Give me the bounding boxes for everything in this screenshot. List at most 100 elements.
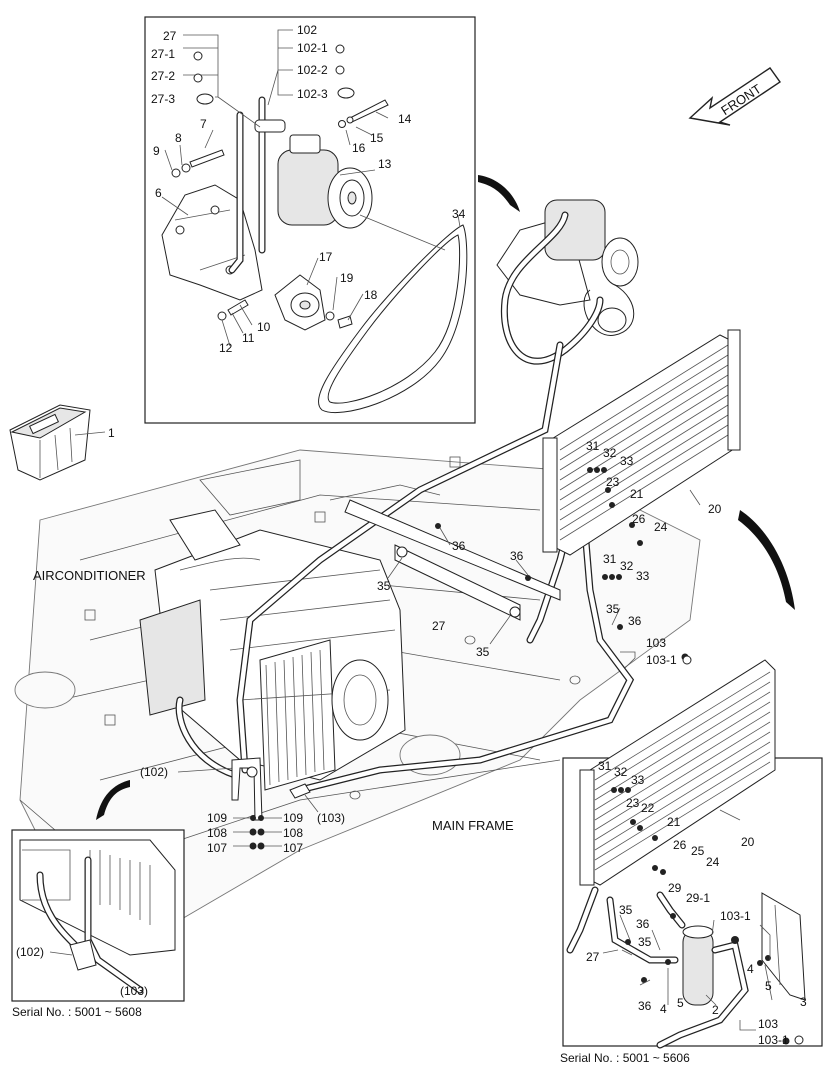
part-number-label: 27-2: [151, 69, 175, 83]
part-number-label: 33: [636, 569, 650, 583]
part-number-label: 25: [691, 844, 705, 858]
part-number-label: 32: [603, 446, 617, 460]
part-number-label: (102): [16, 945, 44, 959]
part-number-label: 103-1: [720, 909, 751, 923]
part-number-label: 27-1: [151, 47, 175, 61]
belt-part: [317, 224, 468, 414]
front-arrow-icon: FRONT: [688, 67, 781, 126]
part-number-label: 36: [628, 614, 642, 628]
part-number-label: 9: [153, 144, 160, 158]
part-number-label: (102): [140, 765, 168, 779]
part-number-label: 8: [175, 131, 182, 145]
part-number-label: 36: [510, 549, 524, 563]
part-number-label: 31: [603, 552, 617, 566]
part-number-label: 18: [364, 288, 378, 302]
condenser-main: [542, 329, 741, 556]
part-number-label: 27: [432, 619, 446, 633]
cap-icon: [337, 87, 355, 99]
part-number-label: 102-3: [297, 87, 328, 101]
compressor-assembly: [496, 199, 639, 365]
part-number-label: 14: [398, 112, 412, 126]
part-number-label: 102: [297, 23, 317, 37]
part-number-label: 1: [108, 426, 115, 440]
part-number-label: 27: [586, 950, 600, 964]
part-number-label: 32: [614, 765, 628, 779]
part-number-label: 107: [207, 841, 227, 855]
part-number-label: 23: [606, 475, 620, 489]
condenser-inset: [579, 659, 776, 886]
part-number-label: 24: [706, 855, 720, 869]
airconditioner-unit: [139, 509, 406, 791]
part-number-label: 109: [207, 811, 227, 825]
part-number-label: 23: [626, 796, 640, 810]
part-number-label: (103): [317, 811, 345, 825]
part-number-label: 103: [758, 1017, 778, 1031]
part-number-label: 4: [747, 962, 754, 976]
part-number-label: 36: [636, 917, 650, 931]
part-number-label: 15: [370, 131, 384, 145]
part-number-label: 103: [646, 636, 666, 650]
part-number-label: 31: [586, 439, 600, 453]
part-number-label: 20: [708, 502, 722, 516]
part-number-label: (103): [120, 984, 148, 998]
receiver-drier-part: [682, 929, 714, 1006]
part-number-label: 35: [638, 935, 652, 949]
part-number-label: 10: [257, 320, 271, 334]
part-number-label: 36: [638, 999, 652, 1013]
o-ring-icon: [193, 51, 203, 61]
part-number-label: AIRCONDITIONER: [33, 568, 146, 583]
part-number-label: 19: [340, 271, 354, 285]
o-ring-icon: [335, 65, 345, 75]
part-number-label: 17: [319, 250, 333, 264]
o-ring-icon: [682, 655, 692, 665]
part-number-label: 29: [668, 881, 682, 895]
part-number-label: 35: [606, 602, 620, 616]
bracket-part: [761, 892, 806, 1001]
part-number-label: 7: [200, 117, 207, 131]
o-ring-icon: [794, 1035, 804, 1045]
pointer-arrow-icon: [738, 510, 795, 610]
part-number-label: 33: [631, 773, 645, 787]
part-number-label: 107: [283, 841, 303, 855]
part-number-label: 33: [620, 454, 634, 468]
part-number-label: 3: [800, 995, 807, 1009]
controller-part: [9, 404, 91, 481]
part-number-label: 108: [207, 826, 227, 840]
o-ring-icon: [193, 73, 203, 83]
cap-icon: [196, 93, 214, 105]
part-number-label: 11: [242, 331, 255, 345]
part-number-label: 21: [667, 815, 681, 829]
part-number-label: MAIN FRAME: [432, 818, 514, 833]
part-number-label: 20: [741, 835, 755, 849]
part-number-label: 36: [452, 539, 466, 553]
pointer-arrow-icon: [478, 175, 520, 212]
part-number-label: 27-3: [151, 92, 175, 106]
part-number-label: 29-1: [686, 891, 710, 905]
part-number-label: 26: [632, 512, 646, 526]
part-number-label: 16: [352, 141, 366, 155]
part-number-label: 102-2: [297, 63, 328, 77]
part-number-label: 2: [712, 1003, 719, 1017]
part-number-label: 12: [219, 341, 233, 355]
part-number-label: 4: [660, 1002, 667, 1016]
part-number-label: 32: [620, 559, 634, 573]
o-ring-icon: [335, 44, 345, 54]
part-number-label: 13: [378, 157, 392, 171]
part-number-label: 22: [641, 801, 655, 815]
part-number-label: 5: [677, 996, 684, 1010]
part-number-label: 26: [673, 838, 687, 852]
part-number-label: 24: [654, 520, 668, 534]
part-number-label: 21: [630, 487, 644, 501]
part-number-label: 103-1: [758, 1033, 789, 1047]
part-number-label: 31: [598, 759, 612, 773]
part-number-label: 35: [476, 645, 490, 659]
part-number-label: 102-1: [297, 41, 328, 55]
pointer-arrow-icon: [96, 780, 130, 820]
part-number-label: 109: [283, 811, 303, 825]
part-number-label: Serial No. : 5001 ~ 5606: [560, 1051, 690, 1065]
part-number-label: 108: [283, 826, 303, 840]
part-number-label: 35: [377, 579, 391, 593]
part-number-label: 103-1: [646, 653, 677, 667]
part-number-label: 34: [452, 207, 466, 221]
